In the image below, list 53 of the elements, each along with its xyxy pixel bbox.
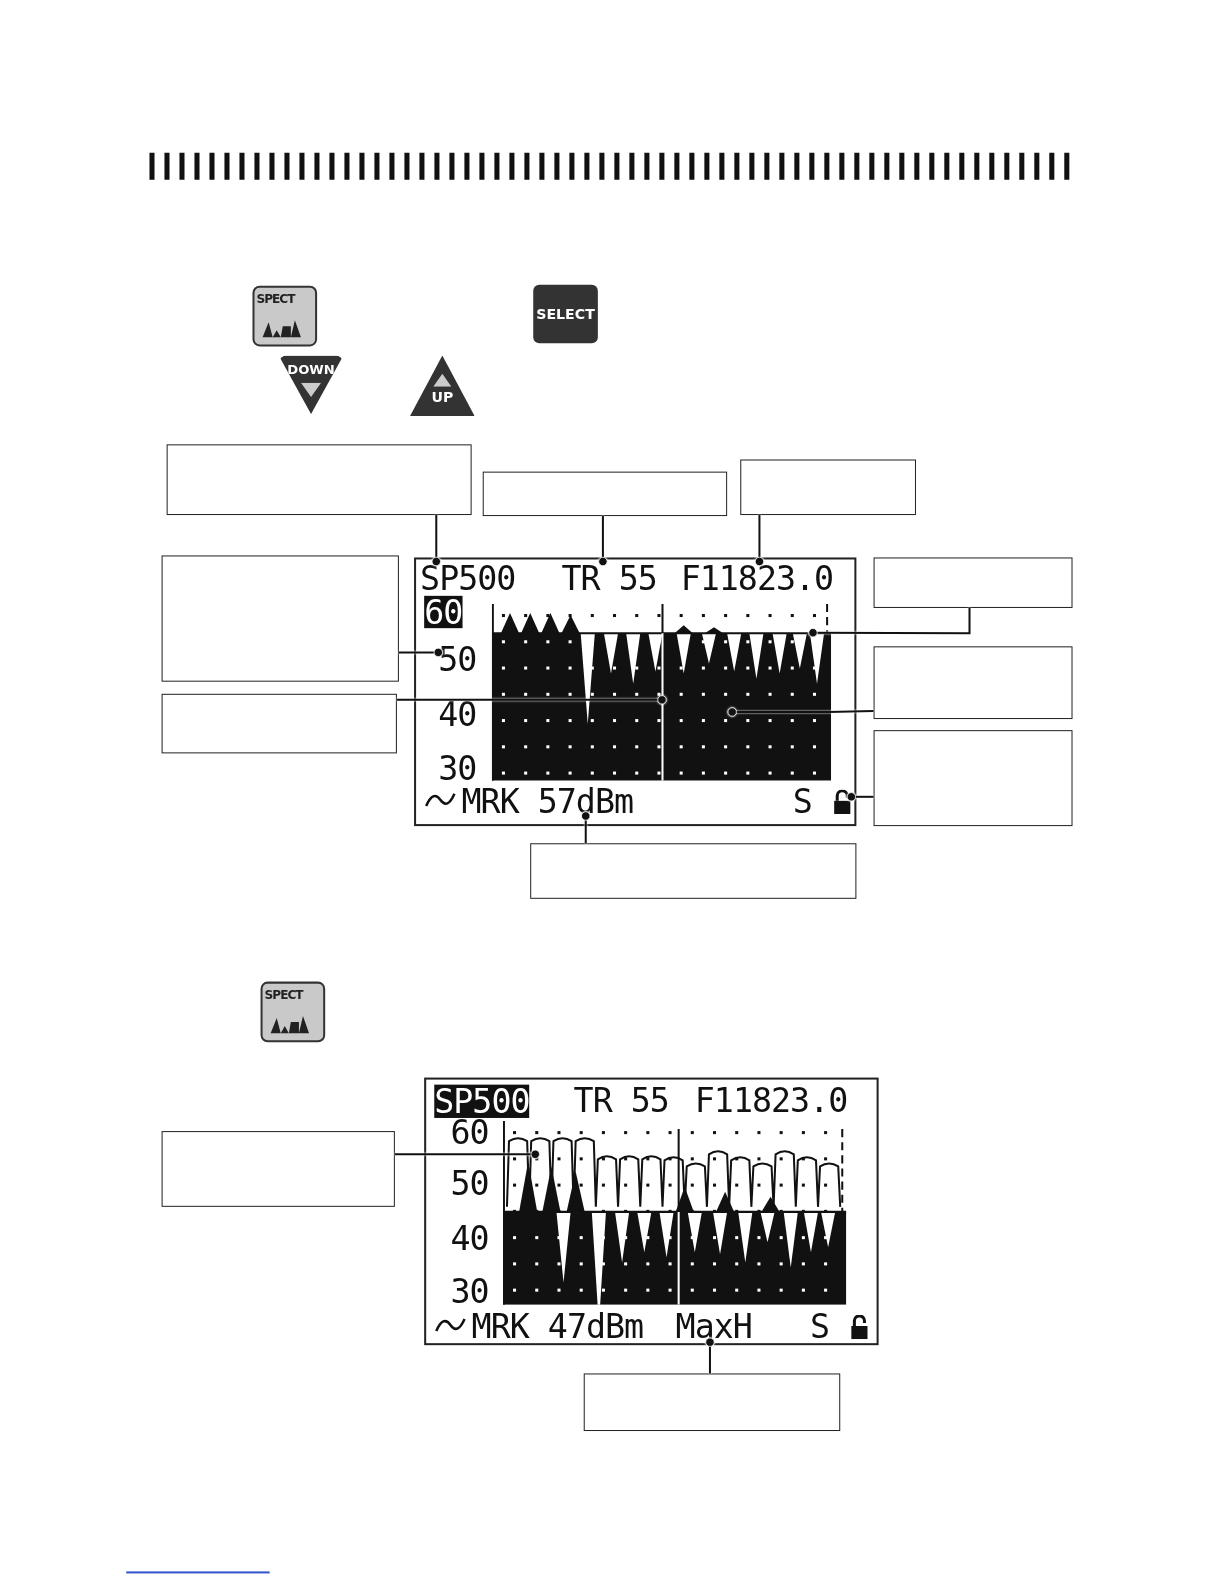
leader-line [727,707,874,717]
leader-line [396,695,667,705]
screen-text: 50 [450,1166,489,1200]
spectrum-drawing [491,603,831,781]
screen-text: 40 [450,1222,489,1256]
key-text: SPECT [256,291,295,306]
max-hold-spectrum-drawing [502,1120,846,1305]
key-text: UP [431,388,454,405]
screen-text: SP500 [420,561,516,595]
leader-line [394,1149,540,1159]
highlighted-screen-text: SP500 [434,1084,530,1118]
screen-text: TR 55 [573,1083,669,1117]
lcd-screen [424,1077,879,1346]
screen-text: F11823.0 [680,561,834,595]
select-key: SELECT [533,284,598,344]
callout-box [873,646,1073,720]
leader-line [431,515,441,567]
lock-icon [850,1314,869,1340]
leader-line [808,607,971,638]
lock-icon [833,789,852,814]
screen-text: 30 [438,751,477,785]
leader-line [398,647,443,658]
screen-text: 40 [438,697,477,732]
screen-text: 60 [450,1115,489,1150]
cursor-line [661,603,663,781]
callout-box [161,1131,395,1207]
callout-box [482,471,728,517]
screen-text: 50 [438,642,477,676]
screen-text: TR 55 [561,561,657,595]
leader-line [754,515,765,567]
callout-box [166,444,472,516]
callout-box [583,1373,841,1432]
callout-box [161,693,397,754]
callout-box [740,459,916,516]
highlighted-screen-text: 60 [424,595,463,629]
screen-text: S [792,784,812,818]
screen-text: MRK 57dBm [461,784,633,818]
screen-text: MaxH [675,1309,752,1344]
leader-line [846,792,874,802]
leader-line [598,516,608,567]
screen-text: F11823.0 [694,1083,848,1117]
screen-text: MRK 47dBm [471,1309,644,1344]
screen-text: S [809,1309,829,1344]
leader-line [581,811,591,844]
key-text: DOWN [287,361,335,377]
callout-box [873,730,1073,827]
key-text: SPECT [264,987,303,1002]
screen-text: 30 [450,1274,489,1308]
callout-box [530,843,857,899]
callout-box [873,557,1073,608]
lcd-screen [414,557,857,827]
callout-box [161,555,399,682]
leader-line [705,1337,715,1374]
